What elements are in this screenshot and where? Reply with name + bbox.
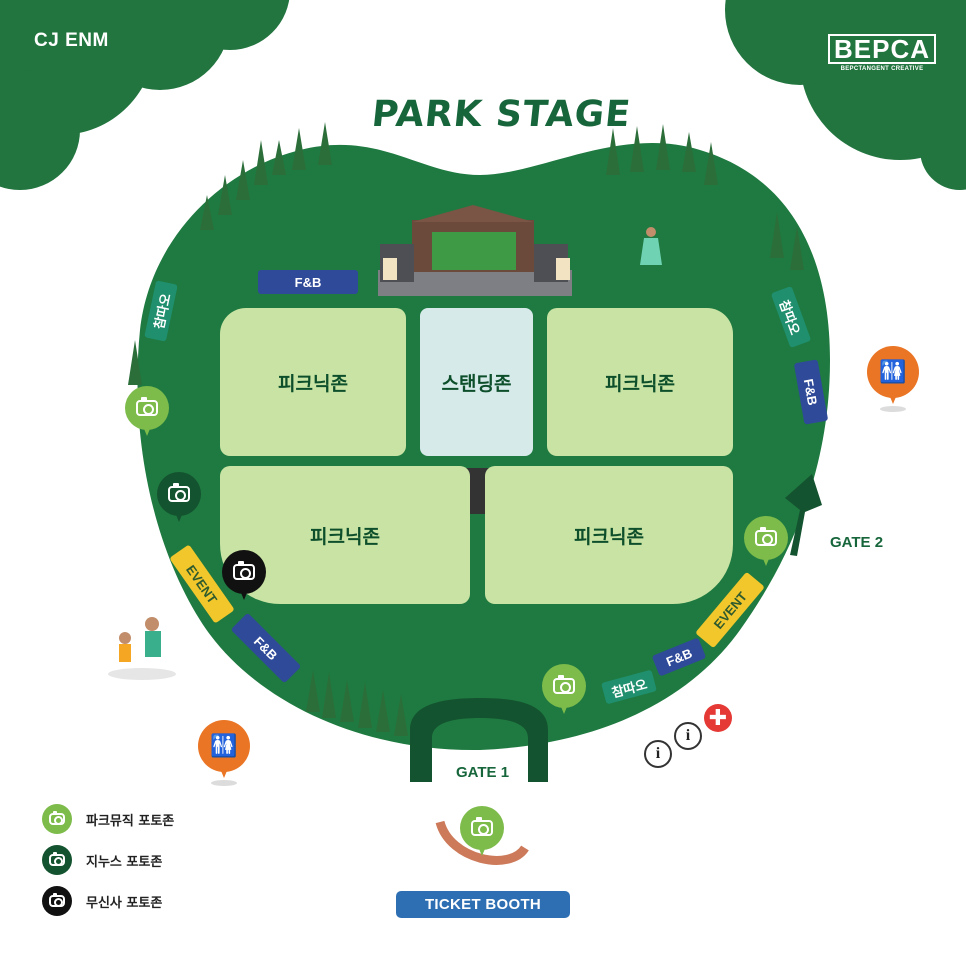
tree-canopy-left [0, 0, 290, 190]
camera-icon [136, 397, 158, 416]
camera-icon [49, 852, 65, 866]
legend-item-park-music: 파크뮤직 포토존 [42, 804, 174, 834]
legend-dot [42, 804, 72, 834]
ticket-booth-label[interactable]: TICKET BOOTH [396, 891, 570, 918]
info-icon[interactable]: i [674, 722, 702, 750]
gate1-label: GATE 1 [456, 764, 510, 781]
camera-icon [168, 483, 190, 502]
first-aid-icon[interactable]: ✚ [704, 704, 732, 732]
photo-pin-musinsa[interactable] [222, 550, 266, 604]
info-icon[interactable]: i [644, 740, 672, 768]
info-glyph: i [685, 727, 691, 744]
photo-pin-park-music-right[interactable] [744, 516, 788, 570]
info-glyph: i [655, 745, 661, 762]
camera-icon [471, 817, 493, 836]
first-aid-glyph: ✚ [708, 705, 728, 731]
tree-canopy-right [725, 0, 966, 190]
camera-icon [553, 675, 575, 694]
legend-dot [42, 845, 72, 875]
toilet-icon: 🚻 [210, 733, 238, 759]
cj-logo-text: CJ ENM [34, 30, 109, 51]
legend-item-musinsa: 무신사 포토존 [42, 886, 162, 916]
stage [378, 205, 572, 296]
standing-zone[interactable]: 스탠딩존 [420, 308, 533, 456]
picnic-zone-top-right[interactable]: 피크닉존 [547, 308, 733, 456]
picnic-zone-top-left[interactable]: 피크닉존 [220, 308, 406, 456]
gate2-structure [785, 474, 822, 556]
fb-tag-stage[interactable]: F&B [258, 270, 358, 294]
legend-label: 무신사 포토존 [86, 895, 163, 911]
legend-item-zinus: 지누스 포토존 [42, 845, 162, 875]
gate2-label: GATE 2 [830, 534, 884, 551]
gate1-arch [410, 698, 548, 782]
camera-icon [233, 561, 255, 580]
camera-icon [49, 893, 65, 907]
camera-icon [755, 527, 777, 546]
bepc-logo-sub: BEPCTANGENT CREATIVE [840, 66, 924, 72]
map-title: PARK STAGE [369, 94, 633, 135]
legend-label: 파크뮤직 포토존 [86, 813, 175, 829]
pine-trees [128, 122, 804, 736]
photo-pin-ticket-booth[interactable] [460, 806, 504, 860]
ticket-booth-arc [435, 820, 529, 865]
photo-pin-park-music-left[interactable] [125, 386, 169, 440]
toilet-icon: 🚻 [879, 359, 907, 385]
legend-label: 지누스 포토존 [86, 854, 163, 870]
cj-enm-logo: CJ ENM [34, 30, 109, 52]
legend-dot [42, 886, 72, 916]
bepc-logo: BEPCA BEPCTANGENT CREATIVE [827, 34, 936, 72]
photo-pin-zinus-left[interactable] [157, 472, 201, 526]
picnic-zone-bottom-right[interactable]: 피크닉존 [485, 466, 733, 604]
toilet-pin-left[interactable]: 🚻 [198, 720, 250, 786]
bepc-logo-mark: BEPCA [827, 34, 936, 64]
toilet-pin-right[interactable]: 🚻 [867, 346, 919, 412]
photo-pin-park-music-bottom[interactable] [542, 664, 586, 718]
camera-icon [49, 811, 65, 825]
